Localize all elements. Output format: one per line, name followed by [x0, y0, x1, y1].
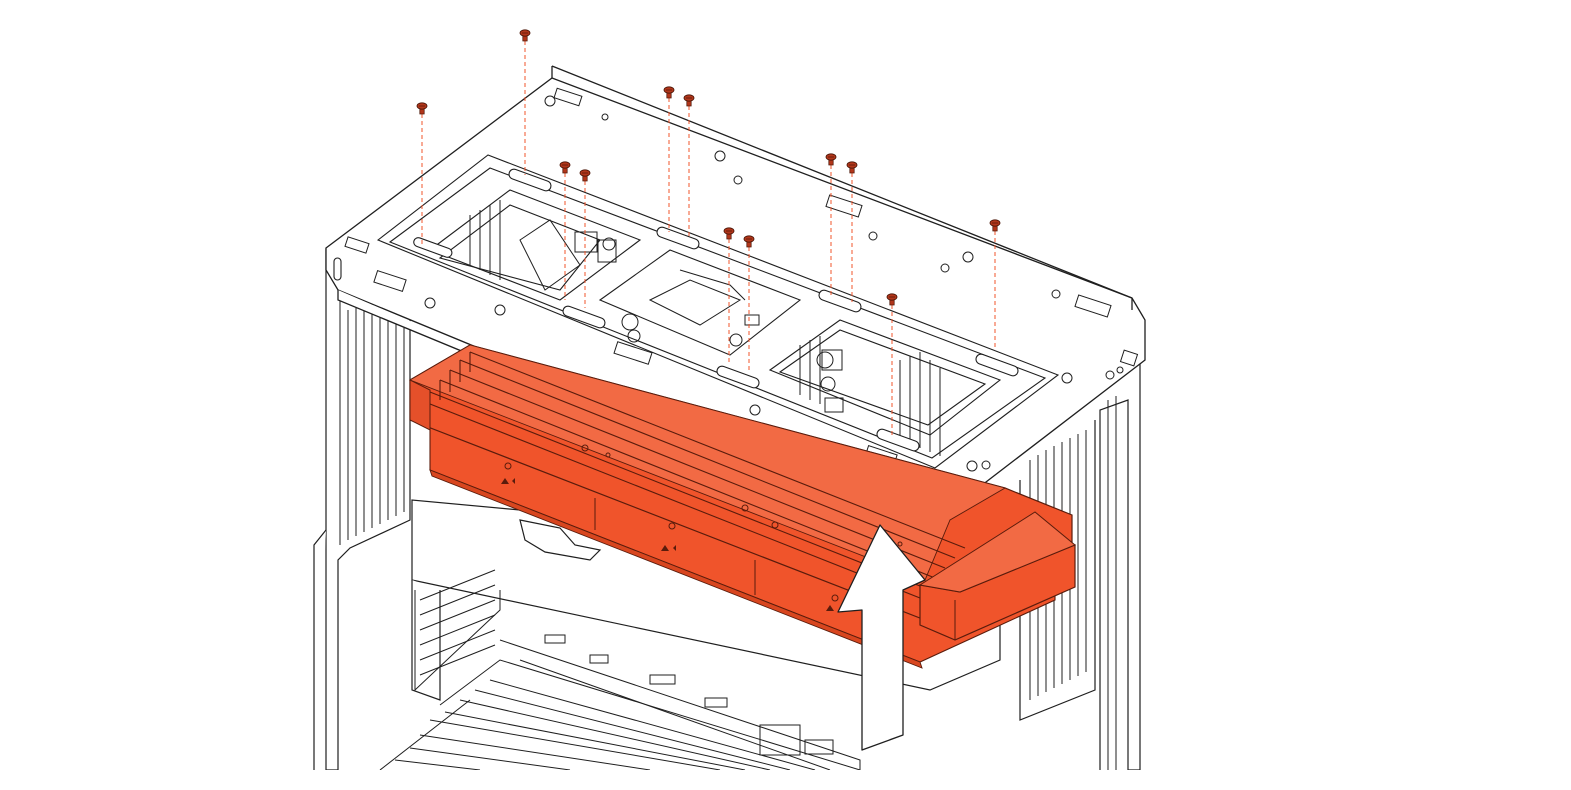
screw-icon	[743, 235, 755, 248]
radiator-top-body	[408, 344, 1073, 621]
screw-icon	[519, 29, 531, 42]
case-left-vents	[339, 290, 405, 545]
radiator-left-cap	[409, 379, 431, 431]
screw-icon	[723, 227, 735, 240]
screw-icon	[663, 86, 675, 99]
case-right-panel	[1019, 360, 1141, 770]
screw-icon	[846, 161, 858, 174]
radiator-fins	[424, 351, 966, 599]
screw-icon	[989, 219, 1001, 232]
radiator-holes	[504, 444, 903, 602]
case-left-panel	[313, 248, 411, 770]
radiator-marks	[501, 478, 834, 611]
motherboard-area	[379, 569, 861, 770]
screw-icon	[579, 169, 591, 182]
screw-icon	[825, 153, 837, 166]
screw-icon	[683, 94, 695, 107]
screws-group	[416, 29, 1001, 438]
radiator	[408, 344, 1076, 669]
radiator-end-cap	[918, 511, 1076, 641]
screw-icon	[886, 293, 898, 306]
arrow-up-icon	[837, 524, 926, 751]
screw-icon	[416, 102, 428, 115]
top-panel-cutouts	[428, 189, 1002, 436]
top-panel-details	[469, 200, 941, 456]
screw-icon	[559, 161, 571, 174]
